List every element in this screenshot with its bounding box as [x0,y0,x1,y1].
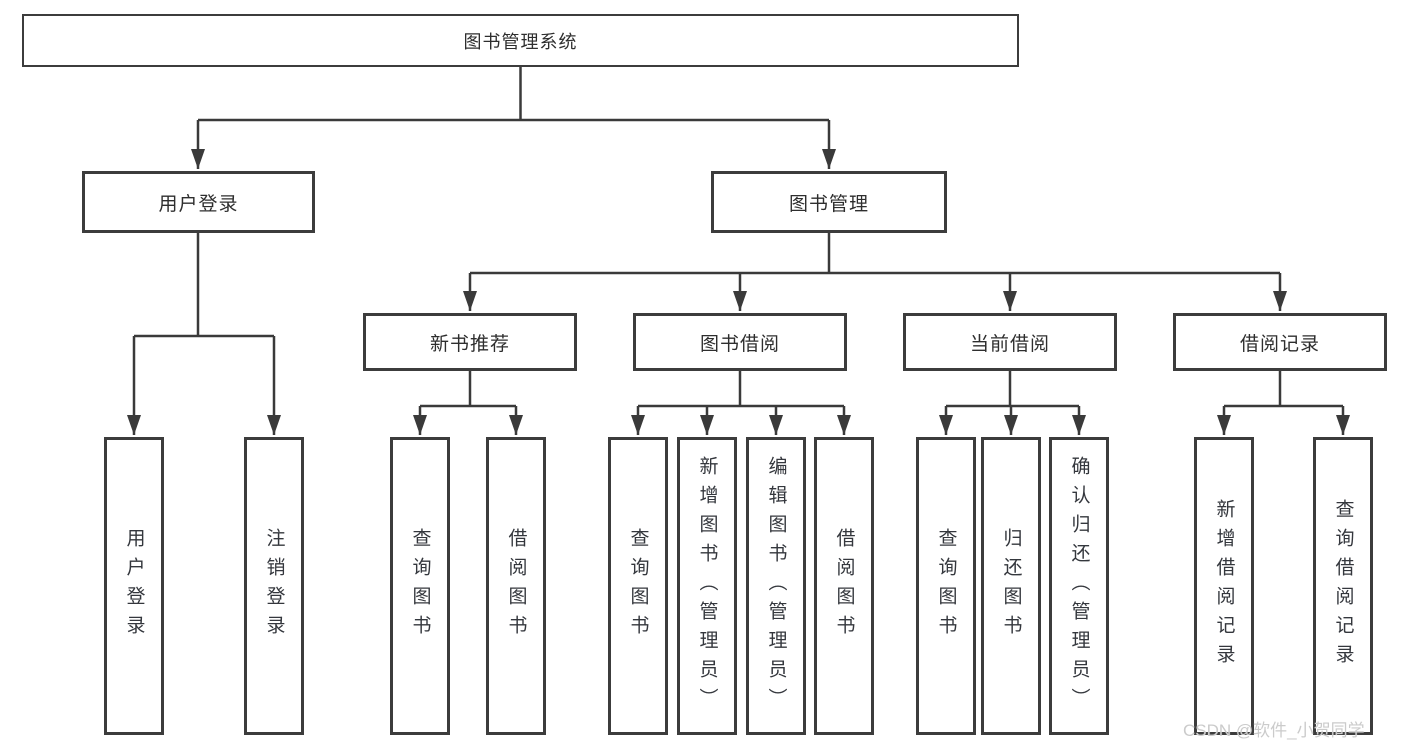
node-leaf-logout: 注销登录 [244,437,304,735]
node-leaf-add-borrow-record-label: 新增借阅记录 [1213,499,1235,673]
node-leaf-query-book-3-label: 查询图书 [935,528,957,644]
node-root-label: 图书管理系统 [463,31,578,52]
node-leaf-user-login: 用户登录 [104,437,164,735]
node-new-book-recommend-label: 新书推荐 [429,333,510,355]
watermark: CSDN @软件_小贺同学 [1183,721,1365,740]
node-leaf-return-book-label: 归还图书 [1000,528,1022,644]
node-leaf-borrow-book-1: 借阅图书 [486,437,546,735]
node-leaf-add-book-admin: 新增图书（管理员） [677,437,737,735]
node-root: 图书管理系统 [22,14,1019,67]
node-current-borrow-label: 当前借阅 [969,333,1050,355]
node-leaf-confirm-return-admin-label: 确认归还（管理员） [1068,455,1090,717]
node-leaf-query-book-1-label: 查询图书 [409,528,431,644]
node-leaf-edit-book-admin: 编辑图书（管理员） [746,437,806,735]
node-leaf-borrow-book-1-label: 借阅图书 [505,528,527,644]
node-leaf-confirm-return-admin: 确认归还（管理员） [1049,437,1109,735]
node-leaf-query-book-2: 查询图书 [608,437,668,735]
node-leaf-user-login-label: 用户登录 [123,528,145,644]
node-leaf-query-book-2-label: 查询图书 [627,528,649,644]
node-leaf-query-book-3: 查询图书 [916,437,976,735]
node-user-login-branch: 用户登录 [82,171,315,233]
node-leaf-query-book-1: 查询图书 [390,437,450,735]
node-book-management-label: 图书管理 [788,193,869,215]
node-leaf-query-borrow-record: 查询借阅记录 [1313,437,1373,735]
node-book-management: 图书管理 [711,171,947,233]
node-book-borrow: 图书借阅 [633,313,847,371]
node-leaf-query-borrow-record-label: 查询借阅记录 [1332,499,1354,673]
node-leaf-add-book-admin-label: 新增图书（管理员） [696,455,718,717]
node-leaf-borrow-book-2-label: 借阅图书 [833,528,855,644]
node-book-borrow-label: 图书借阅 [699,333,780,355]
node-leaf-logout-label: 注销登录 [263,528,285,644]
node-leaf-add-borrow-record: 新增借阅记录 [1194,437,1254,735]
node-leaf-borrow-book-2: 借阅图书 [814,437,874,735]
node-user-login-branch-label: 用户登录 [158,193,239,215]
node-leaf-return-book: 归还图书 [981,437,1041,735]
node-current-borrow: 当前借阅 [903,313,1117,371]
node-leaf-edit-book-admin-label: 编辑图书（管理员） [765,455,787,717]
node-borrow-records: 借阅记录 [1173,313,1387,371]
node-new-book-recommend: 新书推荐 [363,313,577,371]
node-borrow-records-label: 借阅记录 [1239,333,1320,355]
